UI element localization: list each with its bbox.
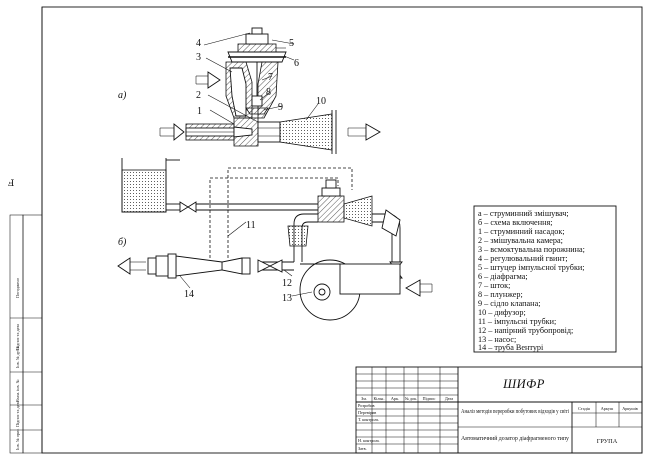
stage-col-0: Стадія	[578, 406, 590, 411]
legend-item-7: 6 – діафрагма;	[478, 272, 528, 281]
stage-col-1: Аркуш	[601, 406, 614, 411]
legend-item-2: 1 – струминний насадок;	[478, 227, 565, 236]
legend-item-13: 12 – напірний трубопровід;	[478, 326, 573, 335]
connection-scheme-drawing	[117, 158, 433, 321]
callout-6: 6	[294, 58, 299, 69]
callout-4: 4	[196, 38, 201, 49]
variant-a-label: а)	[118, 90, 127, 101]
legend-item-6: 5 – штуцер імпульсної трубки;	[478, 263, 585, 272]
margin-mark: Ⅎ	[8, 178, 14, 188]
role-1: Перевірив	[358, 410, 376, 415]
side-stamp: Інв. № ориг. Підпис та дата Взам. інв. №…	[9, 214, 43, 454]
stage-col-2: Аркушів	[622, 406, 638, 411]
side-label-0: Інв. № ориг.	[15, 429, 20, 450]
legend-item-10: 9 – сідло клапана;	[478, 299, 540, 308]
legend-item-0: а – струминний змішувач;	[478, 209, 569, 218]
legend-item-14: 13 – насос;	[478, 335, 516, 344]
variant-b-label: б)	[118, 237, 127, 248]
role-2: Т. контроль	[358, 417, 378, 422]
side-label-2: Взам. інв. №	[15, 379, 20, 402]
legend-item-3: 2 – змішувальна камера;	[478, 236, 563, 245]
callout-9: 9	[278, 102, 283, 113]
side-label-3: Інв. № дубл.	[15, 346, 20, 368]
group-label: ГРУПА	[597, 438, 618, 445]
doc-title: Аналіз методів переробки побутових відхо…	[461, 408, 569, 415]
legend-item-8: 7 – шток;	[478, 281, 510, 290]
jet-mixer-drawing	[159, 27, 381, 154]
callout-11: 11	[246, 220, 256, 231]
head-col-2: Арк.	[391, 396, 399, 401]
side-label-5: Погоджено	[15, 278, 20, 298]
legend-item-1: б – схема включення;	[478, 218, 553, 227]
head-col-3: № док.	[405, 396, 417, 401]
callout-3: 3	[196, 52, 201, 63]
legend-item-5: 4 – регулювальний гвинт;	[478, 254, 568, 263]
callout-2: 2	[196, 90, 201, 101]
role-4: Н. контроль	[358, 438, 379, 443]
role-5: Затв.	[358, 446, 367, 451]
callout-5: 5	[289, 38, 294, 49]
legend-item-11: 10 – дифузор;	[478, 308, 526, 317]
side-label-1: Підпис та дата	[15, 401, 20, 427]
head-col-1: Кільк.	[373, 396, 384, 401]
legend-item-12: 11 – імпульсні трубки;	[478, 317, 556, 326]
callout-7: 7	[268, 72, 273, 83]
legend-box: а – струминний змішувач; б – схема включ…	[473, 205, 617, 353]
legend-item-4: 3 – всмоктувальна порожнина;	[478, 245, 585, 254]
title-block	[355, 366, 643, 454]
callout-10: 10	[316, 96, 326, 107]
head-col-4: Підпис	[423, 396, 436, 401]
legend-item-15: 14 – труба Вентурі	[478, 343, 544, 352]
role-0: Розробив	[358, 403, 375, 408]
drawing-title: Автоматичний дозатор діафрагменого типу	[461, 435, 570, 442]
callout-1: 1	[197, 106, 202, 117]
head-col-5: Дата	[445, 396, 453, 401]
side-label-4: Підпис та дата	[15, 324, 20, 350]
callout-8: 8	[266, 87, 271, 98]
callout-13: 13	[282, 293, 292, 304]
callout-14: 14	[184, 289, 194, 300]
callout-12: 12	[282, 278, 292, 289]
legend-item-9: 8 – плунжер;	[478, 290, 523, 299]
head-col-0: Зм.	[361, 396, 367, 401]
title-block-code: ШИФР	[502, 377, 545, 391]
